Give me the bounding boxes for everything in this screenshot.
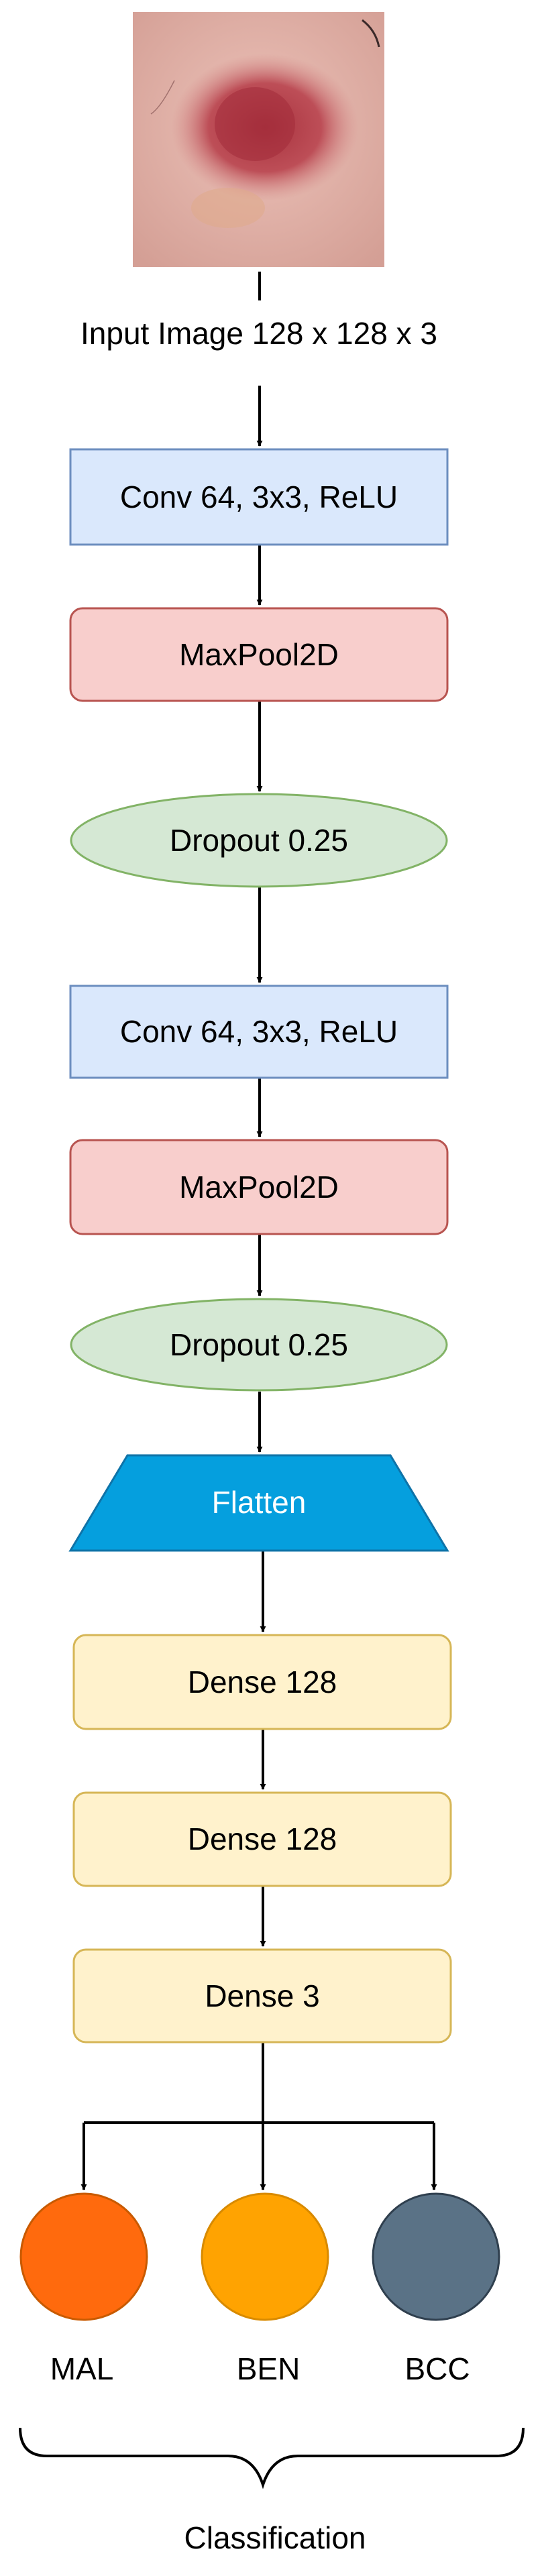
layer-dropout-1: Dropout 0.25 — [70, 793, 448, 888]
layer-conv-1: Conv 64, 3x3, ReLU — [69, 448, 449, 546]
output-ben: BEN — [201, 2192, 329, 2386]
layer-label: Dense 128 — [188, 1822, 337, 1856]
output-node — [201, 2192, 329, 2321]
output-label: MAL — [50, 2351, 114, 2386]
layer-dense-1: Dense 128 — [72, 1634, 452, 1730]
layer-label: Dropout 0.25 — [170, 1327, 348, 1362]
layer-dense-2: Dense 128 — [72, 1791, 452, 1887]
layer-dense-3: Dense 3 — [72, 1948, 452, 2043]
classification-label: Classification — [184, 2520, 366, 2555]
layer-flatten: Flatten — [68, 1454, 449, 1552]
layer-label: Dense 128 — [188, 1665, 337, 1699]
layer-label: Conv 64, 3x3, ReLU — [120, 480, 398, 514]
layer-label: MaxPool2D — [179, 1170, 339, 1205]
skin-lesion-image — [133, 12, 384, 267]
input-label: Input Image 128 x 128 x 3 — [80, 316, 437, 351]
layer-label: MaxPool2D — [179, 637, 339, 672]
output-bcc: BCC — [372, 2192, 500, 2386]
layer-label: Dense 3 — [205, 1978, 319, 2013]
output-mal: MAL — [19, 2192, 148, 2386]
layer-label: Conv 64, 3x3, ReLU — [120, 1014, 398, 1049]
layer-maxpool-1: MaxPool2D — [69, 607, 449, 702]
layer-dropout-2: Dropout 0.25 — [70, 1298, 448, 1392]
output-label: BCC — [404, 2351, 470, 2386]
flow-arrows — [80, 386, 437, 2190]
output-label: BEN — [237, 2351, 301, 2386]
classification-brace — [19, 2427, 525, 2489]
layer-label: Dropout 0.25 — [170, 823, 348, 858]
output-node — [372, 2192, 500, 2321]
output-node — [19, 2192, 148, 2321]
layer-conv-2: Conv 64, 3x3, ReLU — [69, 985, 449, 1079]
layer-label: Flatten — [212, 1485, 307, 1520]
layer-maxpool-2: MaxPool2D — [69, 1139, 449, 1235]
